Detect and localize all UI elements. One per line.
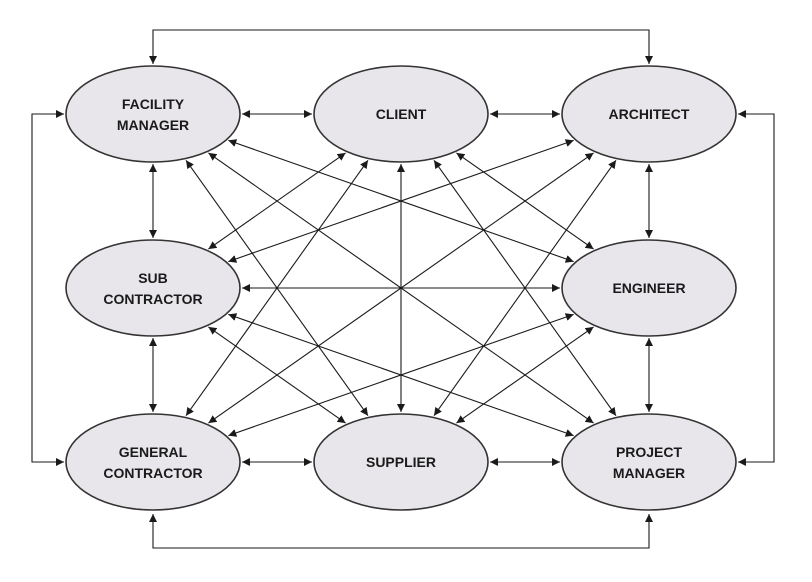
general-contractor-label-line2: CONTRACTOR bbox=[103, 465, 202, 481]
facility-manager-label-line1: FACILITY bbox=[122, 96, 185, 112]
facility-manager-ellipse bbox=[65, 65, 241, 163]
node-project-manager: PROJECT MANAGER bbox=[561, 413, 737, 511]
node-client: CLIENT bbox=[313, 65, 489, 163]
sub-contractor-label-line1: SUB bbox=[138, 270, 168, 286]
project-manager-label-line2: MANAGER bbox=[613, 465, 685, 481]
project-manager-ellipse bbox=[561, 413, 737, 511]
general-contractor-label-line1: GENERAL bbox=[119, 444, 188, 460]
sub-contractor-ellipse bbox=[65, 239, 241, 337]
supplier-ellipse bbox=[313, 413, 489, 511]
node-architect: ARCHITECT bbox=[561, 65, 737, 163]
node-facility-manager: FACILITY MANAGER bbox=[65, 65, 241, 163]
engineer-ellipse bbox=[561, 239, 737, 337]
connections-layer bbox=[31, 29, 775, 549]
engineer-label: ENGINEER bbox=[612, 280, 685, 296]
general-contractor-ellipse bbox=[65, 413, 241, 511]
node-supplier: SUPPLIER bbox=[313, 413, 489, 511]
facility-manager-label-line2: MANAGER bbox=[117, 117, 189, 133]
connector-facility-manager-to-general-contractor bbox=[31, 110, 64, 466]
sub-contractor-label-line2: CONTRACTOR bbox=[103, 291, 202, 307]
supplier-label: SUPPLIER bbox=[366, 454, 436, 470]
node-sub-contractor: SUB CONTRACTOR bbox=[65, 239, 241, 337]
nodes-layer: FACILITY MANAGER CLIENT ARCHITECT SUB CO… bbox=[65, 65, 737, 511]
connector-facility-manager-to-architect bbox=[149, 29, 653, 64]
node-engineer: ENGINEER bbox=[561, 239, 737, 337]
connector-architect-to-project-manager bbox=[738, 110, 775, 466]
client-label: CLIENT bbox=[376, 106, 427, 122]
architect-ellipse bbox=[561, 65, 737, 163]
architect-label: ARCHITECT bbox=[609, 106, 690, 122]
client-ellipse bbox=[313, 65, 489, 163]
connector-engineer-to-supplier bbox=[456, 326, 594, 424]
node-general-contractor: GENERAL CONTRACTOR bbox=[65, 413, 241, 511]
connector-general-contractor-to-project-manager bbox=[149, 514, 653, 549]
project-manager-label-line1: PROJECT bbox=[616, 444, 683, 460]
